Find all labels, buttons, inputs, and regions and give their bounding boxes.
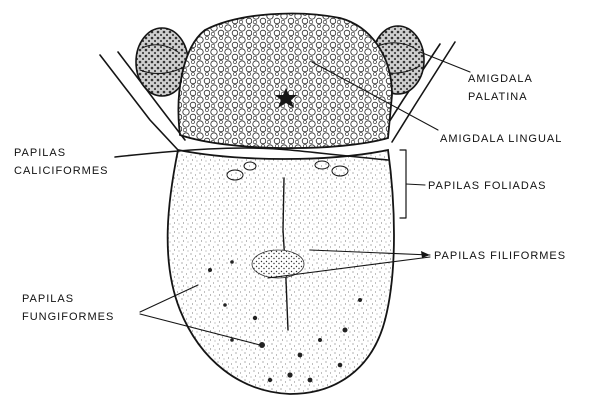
label-amigdala-palatina-line1: AMIGDALA	[468, 73, 533, 85]
label-papilas-caliciformes-line1: PAPILAS	[14, 147, 66, 159]
foliate-bracket	[400, 150, 406, 218]
label-amigdala-palatina-line2: PALATINA	[468, 91, 528, 103]
label-papilas-foliadas: PAPILAS FOLIADAS	[428, 180, 547, 192]
label-papilas-fungiformes-line1: PAPILAS	[22, 293, 74, 305]
label-papilas-fungiformes-line2: FUNGIFORMES	[22, 311, 114, 323]
label-papilas-filiformes: PAPILAS FILIFORMES	[434, 250, 566, 262]
label-amigdala-lingual: AMIGDALA LINGUAL	[440, 133, 562, 145]
lingual-tonsil	[178, 14, 392, 149]
label-papilas-caliciformes-line2: CALICIFORMES	[14, 165, 109, 177]
